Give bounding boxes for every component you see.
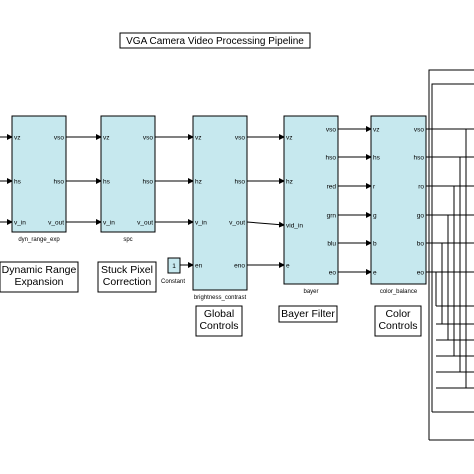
output-port-label: vso (143, 135, 154, 142)
diagram-title: VGA Camera Video Processing Pipeline (119, 32, 311, 49)
caption-text: Expansion (14, 276, 63, 288)
output-port-label: v_out (137, 220, 153, 227)
input-port-label: en (195, 263, 203, 270)
output-port-label: vso (326, 127, 337, 134)
output-port-label: eo (329, 270, 337, 277)
input-port-label: g (373, 213, 377, 220)
input-port-label: r (373, 184, 376, 191)
constant-value: 1 (172, 263, 176, 270)
output-port-label: eno (234, 263, 245, 270)
input-port-label: vid_in (286, 223, 303, 230)
output-port-label: hso (143, 179, 154, 186)
input-port-label: hs (373, 155, 381, 162)
block-body (192, 115, 248, 291)
blocks: vz hs v_in vso hso v_out dyn_range_exp vz hs v_in… (11, 115, 427, 301)
block-name: dyn_range_exp (18, 237, 60, 243)
input-port-label: vz (103, 135, 110, 142)
constant-block[interactable]: 1 Constant (161, 257, 185, 285)
output-port-label: bo (417, 241, 425, 248)
output-port-label: v_out (48, 220, 64, 227)
input-port-label: e (286, 263, 290, 270)
input-port-label: vz (14, 135, 21, 142)
caption-text: Correction (103, 276, 152, 288)
block-body (370, 115, 427, 285)
output-port-label: red (327, 184, 337, 191)
caption-text: Dynamic Range (2, 264, 77, 276)
output-port-label: vso (235, 135, 246, 142)
diagram-title-text: VGA Camera Video Processing Pipeline (126, 36, 304, 47)
output-port-label: go (417, 213, 425, 220)
input-port-label: hs (103, 179, 111, 186)
input-port-label: vz (195, 135, 202, 142)
caption-text: Controls (199, 320, 238, 332)
caption-box: Bayer Filter (278, 305, 338, 323)
caption-text: Stuck Pixel (101, 264, 153, 276)
caption-text: Bayer Filter (281, 308, 335, 320)
block-color-balance[interactable]: vz hs r g b e vso hso ro go bo eo color_balance (370, 115, 427, 295)
input-port-label: vz (373, 127, 380, 134)
caption-text: Color (385, 308, 411, 320)
feedback-wire (428, 69, 474, 440)
caption-text: Controls (378, 320, 417, 332)
input-port-label: b (373, 241, 377, 248)
block-body (283, 115, 339, 285)
output-port-label: blu (327, 241, 336, 248)
input-port-label: v_in (103, 220, 115, 227)
signal-wire (246, 221, 285, 228)
block-dyn-range-exp[interactable]: vz hs v_in vso hso v_out dyn_range_exp (11, 115, 67, 243)
input-port-label: hz (195, 179, 202, 186)
block-name: spc (123, 237, 132, 243)
output-port-label: hso (414, 155, 425, 162)
input-port-label: hz (286, 179, 293, 186)
block-body (100, 115, 156, 233)
input-port-label: v_in (195, 220, 207, 227)
output-port-label: hso (326, 155, 337, 162)
input-port-label: vz (286, 135, 293, 142)
output-port-label: hso (54, 179, 65, 186)
wires (0, 69, 474, 441)
block-name: bayer (303, 289, 318, 295)
caption-text: Global (204, 308, 234, 320)
output-port-label: eo (417, 270, 425, 277)
output-port-label: hso (235, 179, 246, 186)
block-name: color_balance (380, 289, 418, 295)
output-port-label: vso (54, 135, 65, 142)
output-port-label: ro (418, 184, 424, 191)
output-port-label: grn (327, 213, 337, 220)
output-port-label: v_out (229, 220, 245, 227)
output-port-label: vso (414, 127, 425, 134)
block-body (11, 115, 67, 233)
constant-label: Constant (161, 279, 185, 285)
block-bayer[interactable]: vz hz vid_ine vso hso red grn blu eo bayer (283, 115, 339, 295)
input-port-label: v_in (14, 220, 26, 227)
input-port-label: hs (14, 179, 22, 186)
feedback-wire (431, 83, 474, 412)
block-name: brightness_contrast (194, 295, 247, 301)
input-port-label: e (373, 270, 377, 277)
